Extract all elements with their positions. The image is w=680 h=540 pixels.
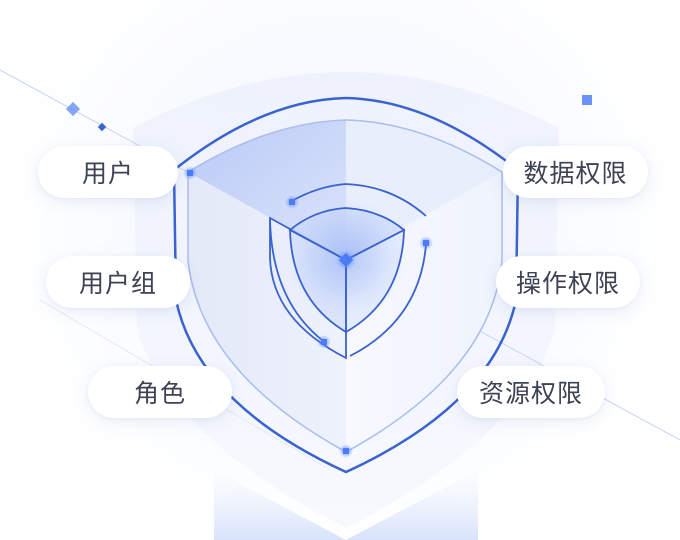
center-node [338, 252, 354, 268]
node-left-arc [321, 339, 327, 345]
operation-permission-label-text: 操作权限 [515, 269, 620, 298]
operation-permission-label: 操作权限 [496, 256, 640, 308]
orbit-arc-top [289, 183, 427, 217]
floating-square-1 [65, 101, 81, 117]
orbit-arc-right [349, 243, 427, 357]
node-bottom [343, 448, 349, 454]
shield-inner-outline [187, 119, 503, 453]
resource-permission-label: 资源权限 [457, 366, 605, 418]
node-right-arc [423, 240, 429, 246]
data-permission-label-text: 数据权限 [523, 159, 628, 188]
role-label: 角色 [88, 366, 232, 418]
inner-ring-left [289, 228, 347, 334]
user-label-text: 用户 [81, 159, 134, 188]
floating-square-2 [97, 122, 107, 132]
base-glow [214, 470, 478, 540]
inner-ring-outer [269, 216, 347, 360]
floating-square-3 [582, 95, 592, 105]
inner-ring-mid [288, 207, 406, 262]
node-user [187, 170, 193, 176]
orbit-arc-left [269, 219, 323, 341]
user-group-label: 用户组 [46, 256, 190, 308]
data-permission-label: 数据权限 [503, 146, 648, 198]
user-group-label-text: 用户组 [78, 269, 157, 298]
resource-permission-label-text: 资源权限 [478, 379, 583, 408]
user-label: 用户 [38, 146, 178, 198]
node-top-arc [289, 199, 295, 205]
role-label-text: 角色 [133, 379, 186, 408]
shield-outer-outline [172, 96, 520, 474]
